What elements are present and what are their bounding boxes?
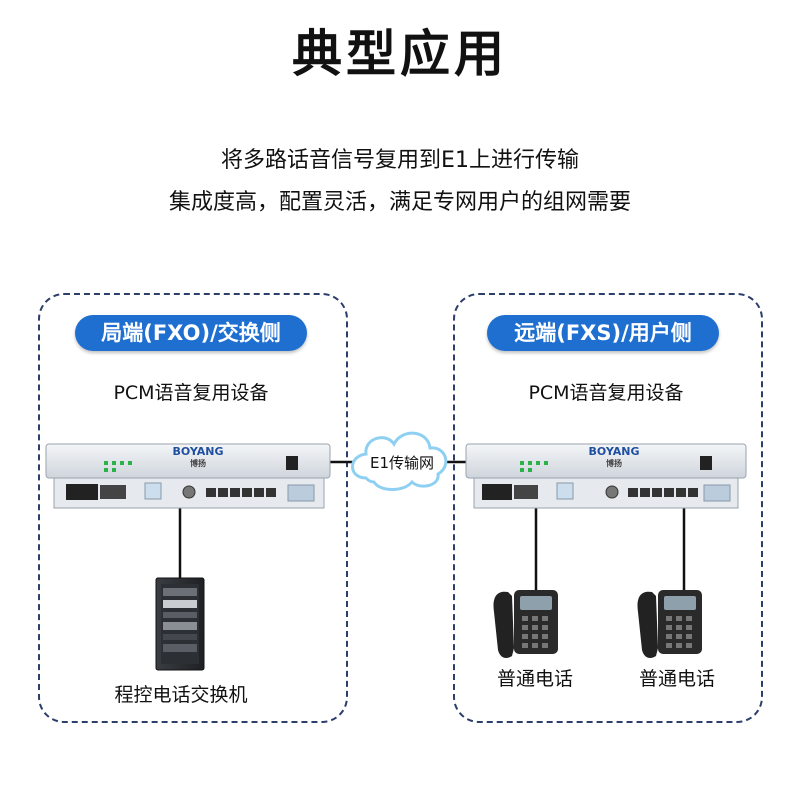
pbx-rack-icon — [155, 577, 205, 671]
phone-icon-1 — [493, 590, 558, 658]
subtitle-line-2: 集成度高，配置灵活，满足专网用户的组网需要 — [168, 190, 631, 215]
left-pcm-device — [45, 443, 331, 509]
network-label: E1传输网 — [369, 454, 435, 472]
cloud-icon — [351, 431, 448, 491]
right-brand-logo: BOYANG 博扬 — [588, 445, 640, 469]
left-panel — [38, 293, 348, 723]
right-pcm-device — [465, 443, 747, 509]
pbx-label: 程控电话交换机 — [114, 684, 248, 706]
phone-label-2: 普通电话 — [638, 668, 715, 690]
left-brand-logo: BOYANG 博扬 — [172, 445, 224, 469]
page-title: 典型应用 — [292, 25, 508, 83]
phone-label-1: 普通电话 — [496, 668, 573, 690]
subtitle-line-1: 将多路话音信号复用到E1上进行传输 — [221, 148, 579, 173]
right-panel — [453, 293, 763, 723]
phone-icon-2 — [637, 590, 702, 658]
right-tag: 远端(FXS)/用户侧 — [487, 315, 719, 351]
right-device-label: PCM语音复用设备 — [528, 382, 684, 404]
left-tag: 局端(FXO)/交换侧 — [75, 315, 307, 351]
left-device-label: PCM语音复用设备 — [113, 382, 269, 404]
